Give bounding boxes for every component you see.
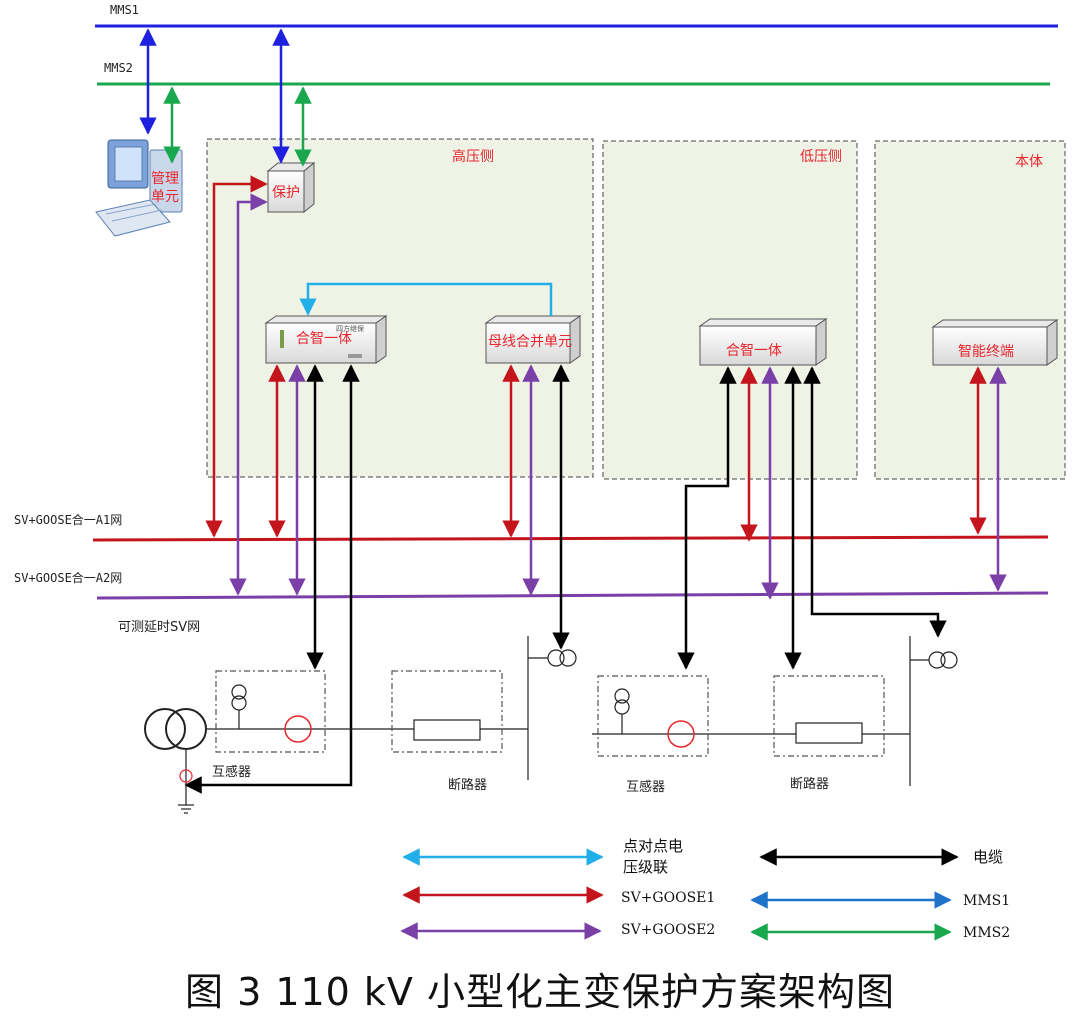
management-computer-icon [95, 139, 183, 237]
zone-low-voltage [602, 140, 858, 480]
zone-low-title: 低压侧 [800, 149, 842, 165]
mms2-label: MMS2 [104, 61, 133, 75]
a2-bus [96, 591, 1049, 600]
a2-label: SV+GOOSE合一A2网 [14, 570, 122, 585]
ct-right-label: 互感器 [626, 779, 665, 795]
ct-right-circle [667, 720, 695, 748]
legend-cable: 电缆 [973, 848, 1003, 866]
zone-body-title: 本体 [1015, 154, 1043, 170]
legend-p2p-2: 压级联 [623, 858, 668, 876]
legend-sv-goose2: SV+GOOSE2 [621, 922, 715, 938]
legend-mms1: MMS1 [963, 893, 1010, 909]
merge-lv-label: 合智一体 [726, 343, 782, 359]
protection-label: 保护 [272, 185, 300, 201]
a1-bus [92, 535, 1049, 542]
breaker-right-label: 断路器 [790, 776, 829, 792]
protection-device [266, 161, 316, 214]
legend-mms2: MMS2 [963, 925, 1010, 941]
mms1-label: MMS1 [110, 3, 139, 17]
bus-merge-unit [484, 315, 582, 364]
a1-label: SV+GOOSE合一A1网 [14, 512, 122, 527]
breaker-left-label: 断路器 [448, 777, 487, 793]
smart-terminal [931, 319, 1059, 366]
merge-hv-label: 合智一体 [296, 331, 352, 347]
zone-high-title: 高压侧 [452, 148, 494, 165]
zone-high-voltage [206, 138, 594, 478]
legend-sv-goose1: SV+GOOSE1 [621, 890, 715, 906]
primary-circuit-right [592, 636, 958, 786]
sv-delay-label: 可测延时SV网 [118, 620, 200, 635]
legend: 点对点电 压级联 电缆 SV+GOOSE1 MMS1 SV+GOOSE2 MMS… [400, 837, 1010, 941]
legend-p2p-1: 点对点电 [623, 837, 683, 855]
ct-left-circle [284, 715, 312, 743]
smart-terminal-label: 智能终端 [958, 344, 1014, 360]
zone-body [874, 140, 1066, 480]
merge-unit-hv [264, 315, 388, 364]
mgmt-label-2: 单元 [151, 189, 179, 205]
figure-caption: 图 3 110 kV 小型化主变保护方案架构图 [185, 970, 895, 1014]
bus-merge-label: 母线合并单元 [488, 334, 572, 350]
primary-circuit-left [144, 636, 577, 814]
merge-unit-lv [698, 318, 828, 366]
mgmt-label-1: 管理 [151, 171, 179, 187]
merge-hv-badge: 四方继保 [336, 324, 364, 333]
ct-left-label: 互感器 [212, 764, 251, 780]
ct-neutral-circle [179, 769, 193, 783]
